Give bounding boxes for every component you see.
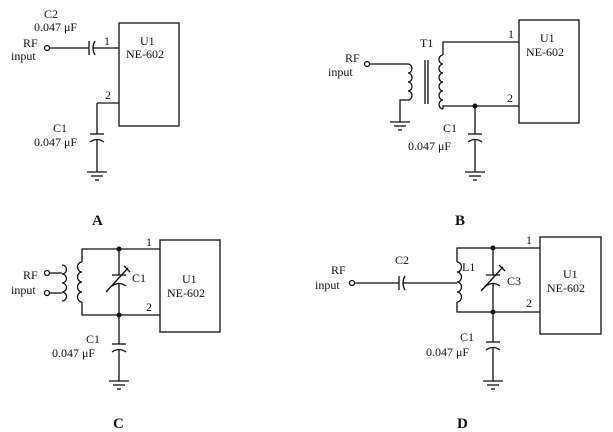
- rf-label: RF: [23, 36, 38, 50]
- pin-2-label: 2: [507, 91, 513, 105]
- rf-input-label: input: [11, 49, 36, 63]
- c1-label: C1: [460, 330, 474, 344]
- pin-1-label: 1: [526, 233, 532, 247]
- capacitor-plate: [485, 346, 501, 351]
- input-link-coil: [61, 264, 68, 302]
- chip-part-label: NE-602: [167, 286, 205, 300]
- c1-value: 0.047 μF: [408, 139, 451, 153]
- circuit-label-c: C: [113, 416, 124, 432]
- circuit-b: RF input T1 1 2 U1 NE-602 C1 0.047 μF B: [328, 19, 580, 229]
- rf-input-label: input: [328, 65, 353, 79]
- pin-2-label: 2: [526, 296, 532, 310]
- c1-label: C1: [86, 332, 100, 346]
- chip-ref-label: U1: [563, 267, 578, 281]
- chip-part-label: NE-602: [126, 47, 164, 61]
- c1-label: C1: [443, 121, 457, 135]
- rf-input-terminal: [363, 60, 371, 68]
- pin-2-label: 2: [105, 88, 111, 102]
- l1-label: L1: [462, 260, 475, 274]
- circuit-a: C2 0.047 μF RF input 1 2 U1 NE-602 C1 0.…: [11, 7, 180, 229]
- chip-part-label: NE-602: [526, 45, 564, 59]
- pin-1-label: 1: [146, 235, 152, 249]
- u1-chip: [118, 22, 180, 127]
- c2-label: C2: [395, 253, 409, 267]
- inductor-l1: [456, 261, 463, 303]
- chip-ref-label: U1: [140, 34, 155, 48]
- c2-value: 0.047 μF: [34, 20, 77, 34]
- c1-value: 0.047 μF: [34, 135, 77, 149]
- capacitor-plate: [467, 138, 483, 143]
- u1-chip: [539, 236, 602, 335]
- chip-part-label: NE-602: [547, 281, 585, 295]
- rf-input-terminal: [43, 289, 51, 297]
- rf-input-label: input: [11, 283, 36, 297]
- u1-chip: [518, 19, 580, 124]
- rf-label: RF: [23, 268, 38, 282]
- capacitor-plate: [89, 138, 105, 143]
- tuned-coil: [76, 261, 83, 303]
- c1-tune-label: C1: [132, 271, 146, 285]
- chip-ref-label: U1: [182, 272, 197, 286]
- transformer-primary-coil: [407, 63, 413, 101]
- c1-value: 0.047 μF: [52, 346, 95, 360]
- rf-input-terminal: [348, 279, 356, 287]
- c2-label: C2: [44, 7, 58, 21]
- chip-ref-label: U1: [540, 31, 555, 45]
- circuit-label-b: B: [455, 213, 465, 229]
- rf-input-terminal: [43, 44, 51, 52]
- circuit-label-a: A: [92, 213, 103, 229]
- c1-label: C1: [53, 121, 67, 135]
- capacitor-plate: [111, 348, 127, 353]
- pin-2-label: 2: [146, 300, 152, 314]
- c3-label: C3: [507, 274, 521, 288]
- pin-1-label: 1: [508, 27, 514, 41]
- u1-chip: [159, 239, 221, 333]
- pin-1-label: 1: [104, 34, 110, 48]
- rf-input-label: input: [315, 278, 340, 292]
- transformer-secondary-coil: [438, 54, 444, 110]
- circuit-c: RF input C1 1 2 U1 NE-602 C1 0.047 μF C: [11, 235, 221, 432]
- circuit-label-d: D: [457, 416, 468, 432]
- rf-label: RF: [331, 263, 346, 277]
- rf-label: RF: [345, 51, 360, 65]
- circuit-d: RF input C2 L1 C3 1 2 U1 NE-602 C1 0.047…: [315, 233, 602, 432]
- c1-value: 0.047 μF: [426, 345, 469, 359]
- rf-input-terminal: [43, 269, 51, 277]
- t1-label: T1: [420, 36, 433, 50]
